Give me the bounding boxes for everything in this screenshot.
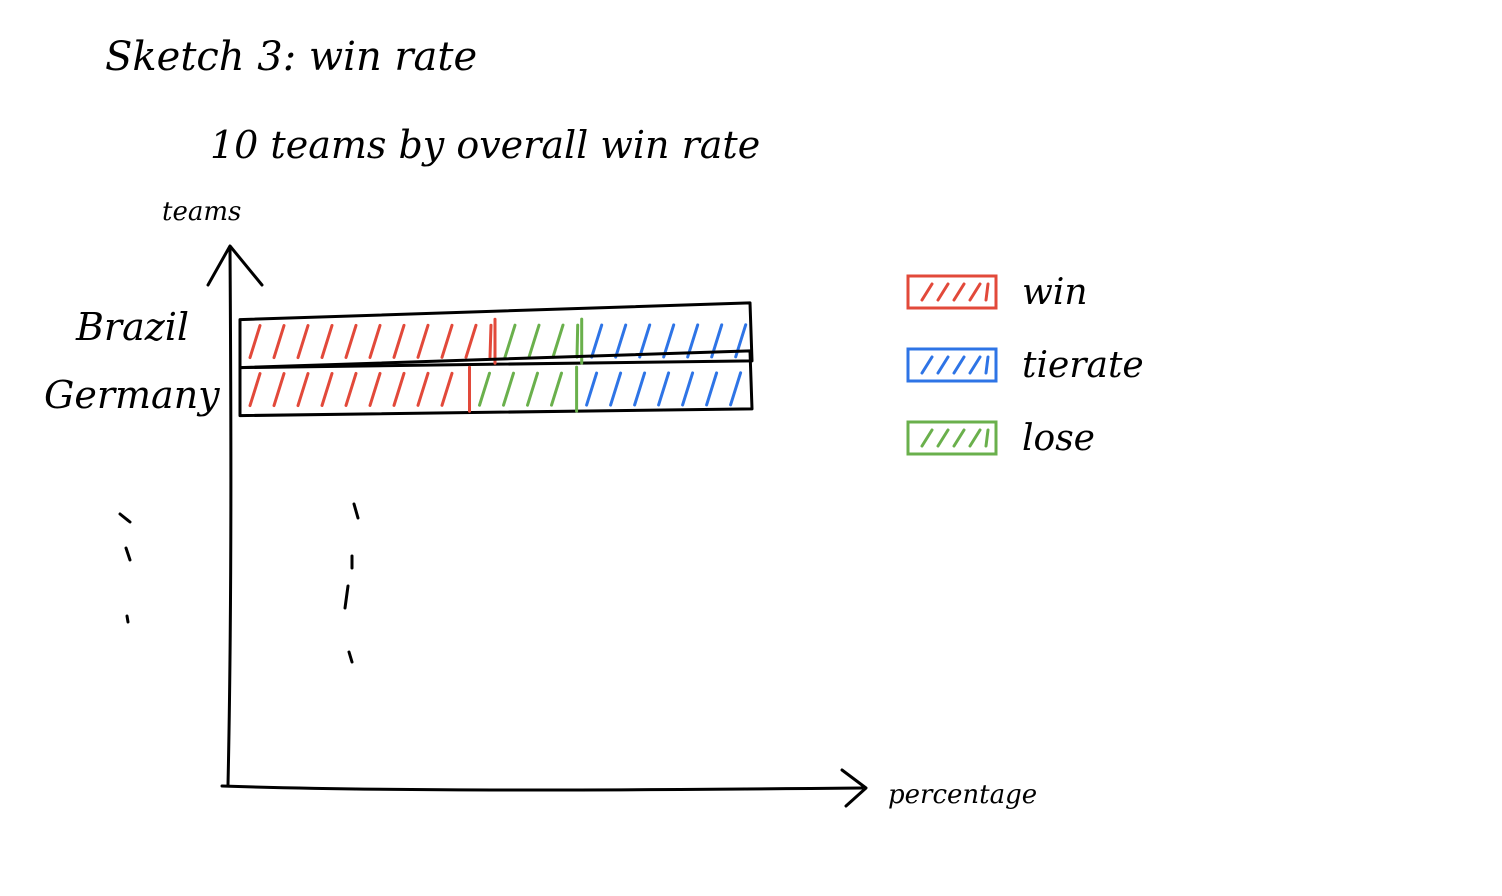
bar-brazil-win-hatch [320,323,334,359]
bar-germany-win-hatch [344,371,358,407]
bar-germany-lose-hatch [502,371,515,407]
legend-swatch-lose-hatch [920,428,934,448]
legend-label-win: win [1022,272,1088,313]
chart-subtitle: 10 teams by overall win rate [210,123,760,167]
legend-swatch-win-hatch [984,282,990,302]
bar-outline-brazil [238,301,754,370]
bar-brazil-lose-hatch [575,323,580,359]
legend-swatch-tierate-hatch [936,355,950,375]
bar-germany-tierate-hatch [585,371,599,407]
y-axis-line [226,246,233,787]
bar-row-germany [238,349,754,418]
y-axis-arrow [206,244,264,287]
bar-brazil-win-hatch [440,323,454,359]
bar-germany-win-hatch [440,371,454,407]
bar-germany-tierate-hatch [729,371,743,407]
bar-germany-lose-hatch [550,371,563,407]
bar-brazil-lose-hatch [503,323,517,359]
legend-swatch-lose-hatch [968,428,982,448]
ellipsis-mark [124,546,132,562]
bar-brazil-lose-hatch [551,323,565,359]
bar-germany-lose-hatch [526,371,539,407]
legend-swatch-lose [906,420,998,456]
bar-germany-tierate-hatch [609,371,623,407]
bar-outline-germany [238,349,754,418]
legend-swatch-lose-hatch [952,428,966,448]
bar-brazil-tierate-hatch [614,323,628,359]
bar-germany-win-hatch [320,371,334,407]
legend-swatch-tierate-hatch [968,355,982,375]
bar-germany-win-hatch [368,371,382,407]
legend-swatch-lose-hatch [936,428,950,448]
legend: win tierate lose [906,272,1144,459]
legend-swatch-lose-hatch [984,428,990,448]
legend-label-lose: lose [1022,418,1095,459]
bar-germany-win-hatch [416,371,430,407]
bar-brazil-win-hatch [368,323,382,359]
category-label-brazil: Brazil [75,305,189,349]
bars [238,301,754,418]
axes: teams percentage [162,197,1037,810]
x-axis-line [220,784,864,792]
bar-brazil-tierate-hatch [638,323,652,359]
bar-brazil-tierate-hatch [590,323,604,359]
bar-brazil-win-hatch [296,324,310,360]
legend-swatch-tierate [906,347,998,383]
bar-germany-tierate-hatch [681,371,695,407]
bar-germany-tierate-hatch [657,371,671,407]
x-axis-arrow [840,768,868,808]
bar-germany-win-hatch [272,372,286,408]
bar-brazil-win-hatch [392,323,406,359]
bar-brazil-win-hatch [488,323,493,359]
bar-brazil-win-hatch [272,324,286,360]
bar-brazil-win-hatch [416,323,430,359]
bar-brazil-lose-hatch [527,323,541,359]
legend-label-tierate: tierate [1022,345,1144,386]
legend-swatch-win-hatch [936,282,950,302]
continuation-marks [118,502,360,664]
ellipsis-mark [118,512,132,524]
ellipsis-mark [125,614,130,624]
legend-swatch-tierate-hatch [920,355,934,375]
bar-germany-win-hatch [248,372,262,408]
sketch-title: Sketch 3: win rate [105,34,477,80]
bar-brazil-win-hatch [464,323,478,359]
bar-brazil-tierate [582,317,750,365]
legend-swatch-win-hatch [920,282,934,302]
bar-germany-tierate-hatch [633,371,647,407]
bar-brazil-tierate-hatch [662,323,676,359]
x-axis-label: percentage [888,780,1037,810]
ellipsis-mark [352,502,360,520]
ellipsis-mark [343,584,350,610]
legend-swatch-win-hatch [952,282,966,302]
bar-row-brazil [238,301,754,370]
bar-germany-win-hatch [392,371,406,407]
bar-brazil-win-hatch [248,324,262,360]
legend-swatch-win [906,274,998,310]
y-axis-label: teams [162,197,241,227]
bar-germany-win-hatch [296,372,310,408]
bar-germany-lose-hatch [478,371,491,407]
bar-germany-tierate-hatch [705,371,719,407]
legend-swatch-tierate-hatch [952,355,966,375]
ellipsis-mark [347,650,354,664]
legend-swatch-tierate-hatch [984,355,990,375]
category-label-germany: Germany [44,373,220,417]
bar-brazil-win-hatch [344,323,358,359]
legend-swatch-win-hatch [968,282,982,302]
